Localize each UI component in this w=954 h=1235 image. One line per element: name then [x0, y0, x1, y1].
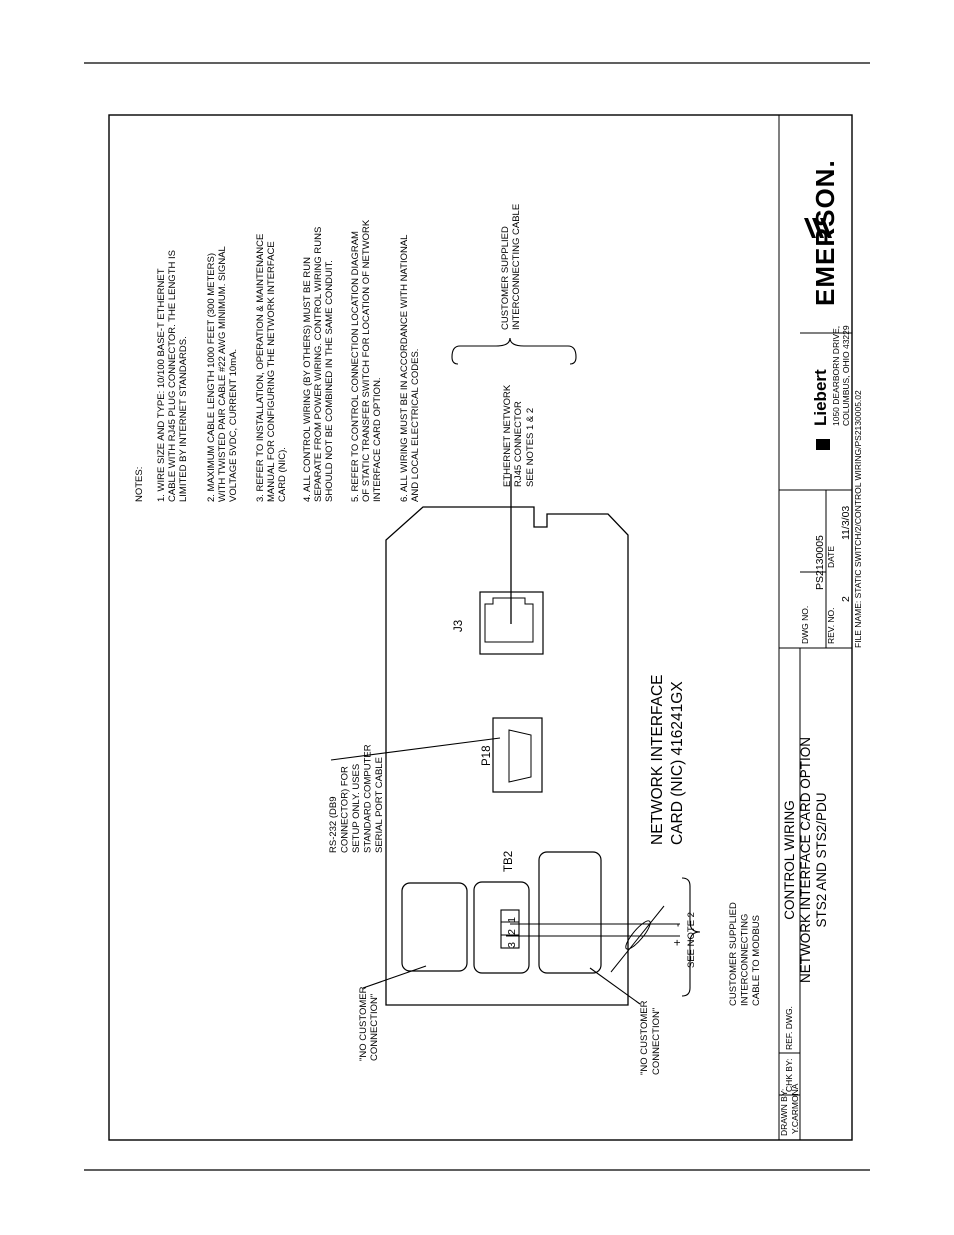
- notes-line: 3. REFER TO INSTALLATION, OPERATION & MA…: [255, 234, 266, 502]
- right-no-connection-label: CONNECTION": [651, 1008, 662, 1075]
- modbus-label: CABLE TO MODBUS: [751, 915, 762, 1006]
- tb2-block: [473, 881, 530, 974]
- rs232-label: STANDARD COMPUTER: [363, 744, 374, 853]
- notes-line: OF STATIC TRANSFER SWITCH FOR LOCATION O…: [361, 219, 372, 502]
- notes-line: 2. MAXIMUM CABLE LENGTH 1000 FEET (300 M…: [206, 253, 217, 502]
- left-no-connection-leader: [362, 965, 427, 989]
- rs232-label: SETUP ONLY. USES: [351, 764, 362, 853]
- customer-cable-label: INTERCONNECTING CABLE: [511, 204, 522, 330]
- tb2-terminal-strip: [500, 909, 520, 949]
- rs232-label: RS-232 (DB9: [328, 797, 339, 854]
- customer-cable-label: CUSTOMER SUPPLIED: [500, 226, 511, 330]
- terminal-3: 3: [506, 942, 518, 948]
- terminal-2: 2: [506, 929, 518, 935]
- company-address: 1050 DEARBORN DRIVE,: [831, 326, 841, 426]
- dwg-no-label: DWG NO.: [800, 606, 810, 644]
- drawing-border: [108, 114, 853, 1141]
- wire-plus-label: +: [672, 939, 684, 946]
- wire-minus-label: -: [672, 923, 684, 927]
- right-no-connection-box: [538, 851, 602, 974]
- notes-line: AND LOCAL ELECTRICAL CODES.: [410, 349, 421, 502]
- emerson-brand: EMERSON.: [810, 159, 840, 306]
- notes-line: INTERFACE CARD OPTION.: [372, 377, 383, 502]
- p18-connector: [492, 717, 543, 793]
- notes-line: CABLE WITH RJ45 PLUG CONNECTOR. THE LENG…: [167, 250, 178, 502]
- drawing-title: NETWORK INTERFACE CARD OPTION: [798, 737, 813, 983]
- rs232-label: CONNECTOR) FOR: [340, 766, 351, 853]
- tb2-label: TB2: [503, 851, 515, 872]
- date-label: DATE: [826, 546, 836, 568]
- ethernet-label: ETHERNET NETWORK: [502, 384, 513, 487]
- rs232-label: SERIAL PORT CABLE: [374, 757, 385, 853]
- drawing-title: CONTROL WIRING: [782, 800, 797, 920]
- left-no-connection-label: CONNECTION": [369, 994, 380, 1061]
- drawn-by-value: Y.CARMONA: [790, 1083, 800, 1134]
- notes-heading: NOTES:: [134, 467, 145, 502]
- rs232-leader-line: [330, 737, 501, 761]
- notes-line: MANUAL FOR CONFIGURING THE NETWORK INTER…: [266, 241, 277, 502]
- left-no-connection-box: [401, 882, 468, 972]
- modbus-label: CUSTOMER SUPPLIED: [728, 902, 739, 1006]
- nic-board-outline: [385, 506, 629, 1006]
- drawing-title: STS2 AND STS2/PDU: [814, 792, 829, 927]
- notes-line: 1. WIRE SIZE AND TYPE: 10/100 BASE-T ETH…: [156, 268, 167, 502]
- notes-line: LIMITED BY INTERNET STANDARDS.: [178, 336, 189, 502]
- nic-subtitle: CARD (NIC) 416241GX: [669, 681, 686, 845]
- ethernet-label: SEE NOTES 1 & 2: [525, 408, 536, 487]
- liebert-logo-icon: [816, 439, 830, 450]
- dwg-no-value: PS2130005: [814, 535, 826, 590]
- notes-line: SEPARATE FROM POWER WIRING. CONTROL WIRI…: [313, 227, 324, 502]
- chk-by-label: CHK BY:: [784, 1058, 794, 1092]
- company-name: Liebert: [811, 369, 830, 426]
- notes-line: CARD (NIC).: [277, 447, 288, 502]
- see-note2-leader: [610, 905, 665, 973]
- p18-db9-shell: [508, 729, 532, 783]
- customer-cable-brace: [451, 337, 577, 365]
- p18-label: P18: [481, 746, 493, 766]
- rev-no-value: 2: [840, 596, 852, 602]
- nic-title: NETWORK INTERFACE: [649, 674, 666, 845]
- filename-label: FILE NAME: STATIC SWITCH/2/CONTROL WIRIN…: [853, 390, 863, 648]
- see-note2-label: SEE NOTE 2: [686, 912, 697, 968]
- notes-line: 5. REFER TO CONTROL CONNECTION LOCATION …: [350, 231, 361, 502]
- j3-label: J3: [453, 620, 465, 632]
- terminal-1: 1: [506, 917, 518, 923]
- j3-socket: [484, 597, 534, 643]
- right-no-connection-label: "NO CUSTOMER: [639, 1000, 650, 1075]
- rev-no-label: REV. NO.: [826, 607, 836, 644]
- notes-line: WITH TWISTED PAIR CABLE #22 AWG MINIMUM.…: [217, 246, 228, 502]
- notes-line: SHOULD NOT BE COMBINED IN THE SAME CONDU…: [324, 260, 335, 502]
- modbus-brace: [681, 877, 701, 997]
- notes-line: VOLTAGE 5VDC, CURRENT 10mA.: [228, 349, 239, 502]
- left-no-connection-label: "NO CUSTOMER: [358, 986, 369, 1061]
- emerson-mark-icon: [804, 218, 832, 238]
- right-no-connection-leader: [589, 967, 641, 1005]
- wire-bundle-marker: [625, 920, 651, 950]
- modbus-label: INTERCONNECTING: [740, 914, 751, 1006]
- ref-dwg-label: REF. DWG.: [784, 1006, 794, 1050]
- ethernet-label: RJ45 CONNECTOR: [513, 401, 524, 487]
- company-address: COLUMBUS, OHIO 43229: [841, 325, 851, 426]
- date-value: 11/3/03: [840, 506, 852, 540]
- drawn-by-label: DRAWN BY:: [779, 1089, 789, 1136]
- notes-line: 6. ALL WIRING MUST BE IN ACCORDANCE WITH…: [399, 235, 410, 502]
- notes-line: 4. ALL CONTROL WIRING (BY OTHERS) MUST B…: [302, 257, 313, 502]
